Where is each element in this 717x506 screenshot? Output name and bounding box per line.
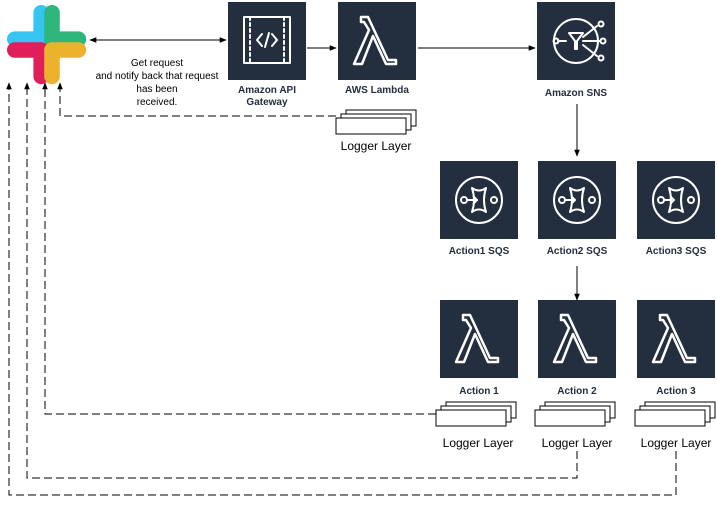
log-line-main-layer — [57, 82, 336, 117]
node-action-1[interactable]: Action 1 — [440, 300, 518, 397]
layer-sheet-front — [435, 409, 507, 427]
logger-layer-label: Logger Layer — [542, 436, 613, 450]
lambda-icon — [454, 313, 500, 364]
log-line-action1-layer — [42, 82, 436, 415]
sqs-icon — [652, 176, 700, 224]
api-gateway-label-line-2: Gateway — [246, 97, 288, 108]
sqs-icon — [553, 176, 601, 224]
connectors — [6, 37, 677, 496]
sqs-tile — [637, 161, 715, 239]
layer-sheet-front — [335, 117, 407, 135]
logger-layer-action-2: Logger Layer — [534, 401, 616, 450]
logger-layer-label: Logger Layer — [443, 436, 514, 450]
action-2-label: Action 2 — [557, 386, 597, 397]
slack-logo-icon — [7, 5, 87, 85]
logger-layer-action-3: Logger Layer — [634, 401, 716, 450]
action1-sqs-label: Action1 SQS — [449, 246, 510, 257]
annotation-line-2: and notify back that request — [96, 71, 219, 82]
sqs-icon — [455, 176, 503, 224]
action2-sqs-label: Action2 SQS — [547, 246, 608, 257]
node-action2-sqs[interactable]: Action2 SQS — [538, 161, 616, 257]
logger-layer-label: Logger Layer — [341, 139, 412, 153]
layer-sheet-front — [534, 409, 606, 427]
action-1-label: Action 1 — [459, 386, 499, 397]
lambda-tile — [338, 2, 416, 80]
node-amazon-sns[interactable]: Amazon SNS — [537, 2, 615, 99]
annotation-line-3: has been — [136, 84, 177, 95]
node-action-3[interactable]: Action 3 — [637, 300, 715, 397]
lambda-icon — [352, 15, 398, 66]
action-lambda-tile — [538, 300, 616, 378]
action-lambda-tile — [637, 300, 715, 378]
logger-layer-main: Logger Layer — [335, 109, 417, 153]
node-aws-lambda[interactable]: AWS Lambda — [338, 2, 416, 96]
sqs-tile — [538, 161, 616, 239]
sns-icon — [552, 18, 607, 64]
lambda-label: AWS Lambda — [345, 85, 409, 96]
action-lambda-tile — [440, 300, 518, 378]
lambda-icon — [552, 313, 598, 364]
node-action3-sqs[interactable]: Action3 SQS — [637, 161, 715, 257]
node-action-2[interactable]: Action 2 — [538, 300, 616, 397]
node-action1-sqs[interactable]: Action1 SQS — [440, 161, 518, 257]
lambda-icon — [651, 313, 697, 364]
annotation-line-4: received. — [137, 97, 178, 108]
action3-sqs-label: Action3 SQS — [646, 246, 707, 257]
sqs-tile — [440, 161, 518, 239]
logger-layer-action-1: Logger Layer — [435, 401, 517, 450]
api-gateway-icon — [243, 16, 291, 64]
logger-layer-label: Logger Layer — [641, 436, 712, 450]
node-api-gateway[interactable]: Amazon API Gateway — [228, 2, 306, 108]
sns-label: Amazon SNS — [545, 88, 608, 99]
log-line-action2-layer — [24, 82, 578, 479]
layer-sheet-front — [634, 409, 706, 427]
request-annotation: Get request and notify back that request… — [96, 58, 219, 108]
annotation-line-1: Get request — [131, 58, 183, 69]
api-gateway-label: Amazon API — [238, 85, 296, 96]
action-3-label: Action 3 — [656, 386, 696, 397]
log-line-action3-layer — [6, 82, 677, 496]
